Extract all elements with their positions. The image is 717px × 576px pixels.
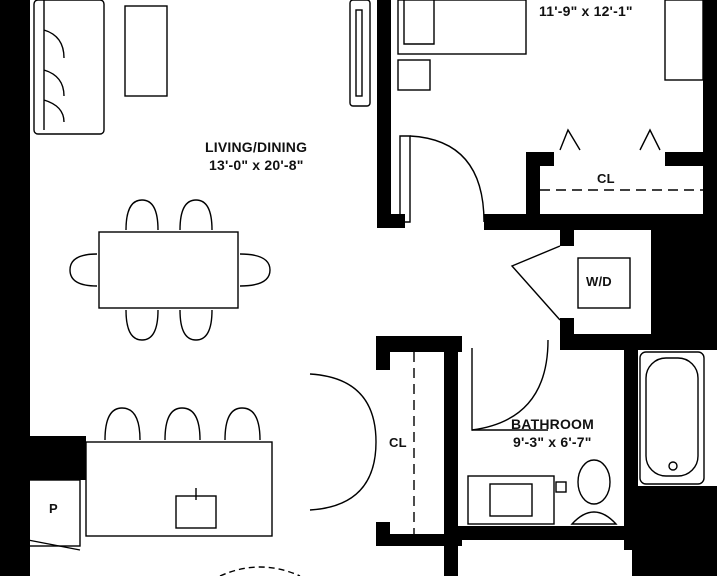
pantry-box [27,479,81,547]
bedroom-door-leaf [399,135,411,223]
wall-left [0,0,30,576]
nightstand [397,59,431,91]
wall-pantry [28,436,86,480]
wall-bathroom-right [632,486,717,576]
bathroom-dimensions: 9'-3" x 6'-7" [513,434,592,450]
wd-door [510,245,561,321]
sofa [33,0,105,135]
vanity-sink [489,483,533,517]
wall-bathroom-left [444,336,458,576]
wall-hall-closet-bottom [376,534,462,546]
bathtub-drain [668,461,678,471]
wall-wd-top-jamb [560,230,574,246]
chair-right [239,253,271,287]
wall-corridor-top [484,214,704,230]
kitchen-island [85,441,273,537]
wall-wd-bottom [560,334,704,350]
toilet-bowl [577,459,611,505]
media-console [349,0,371,107]
wall-closet-stub-left [526,152,554,166]
chair-bottom-1 [125,309,159,341]
dresser [664,0,704,81]
dining-table [98,231,239,309]
toilet-tank [570,511,618,525]
washer-dryer [577,257,631,309]
kitchen-arc [219,566,301,576]
hall-closet-door-bottom [309,441,377,511]
living-dining-dimensions: 13'-0" x 20'-8" [209,157,304,173]
wall-bedroom-partition [377,0,391,228]
bedroom-dimensions: 11'-9" x 12'-1" [539,3,633,19]
wall-bathroom-inner [624,350,638,550]
bathtub [639,351,705,485]
kitchen-sink [175,495,217,529]
chair-bottom-2 [179,309,213,341]
bedroom-door-swing [409,135,485,223]
chair-top-1 [125,199,159,231]
stool-2 [164,407,201,441]
wall-bathroom-bottom [444,526,634,540]
closet-hall-label: CL [389,435,407,450]
pantry-door [27,539,81,551]
wall-hall-closet-top [376,336,462,352]
stool-3 [224,407,261,441]
wall-closet-left [526,152,540,222]
vanity-accessory [555,481,567,493]
bathroom-door-swing [471,339,549,431]
media-console-inner [355,9,363,97]
wall-right-top [703,0,717,350]
closet-bedroom-label: CL [597,171,615,186]
vanity [467,475,555,525]
fixtures [27,0,705,576]
sofa-cushions [43,0,65,130]
living-dining-name: LIVING/DINING [205,139,308,155]
stool-1 [104,407,141,441]
pantry-label: P [49,501,58,516]
laundry-label: W/D [586,274,612,289]
coffee-table [124,5,168,97]
wall-closet-stub-right [665,152,703,166]
chair-left [69,253,98,287]
bathroom-name: BATHROOM [511,416,594,432]
chair-top-2 [179,199,213,231]
hall-closet-door-top [309,373,377,443]
bed [397,0,527,55]
closet-hangers [559,128,661,151]
wall-bedroom-bottom [377,214,405,228]
bathtub-inner [645,357,699,477]
wall-wd-right [651,230,703,350]
bed-pillow [403,0,435,45]
